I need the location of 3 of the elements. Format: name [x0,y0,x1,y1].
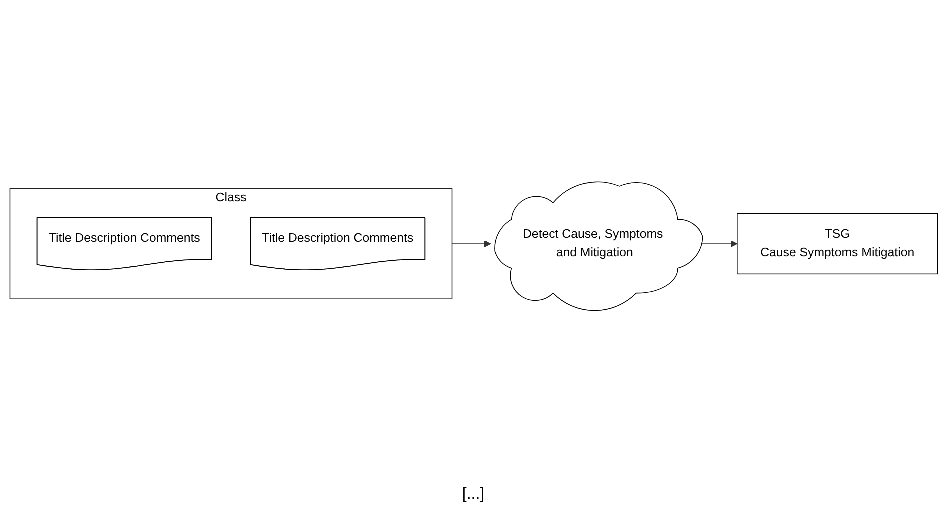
arrow [451,240,491,248]
node-box: TSG Cause Symptoms Mitigation [736,214,938,275]
ellipsis-text: [...] [462,486,485,502]
